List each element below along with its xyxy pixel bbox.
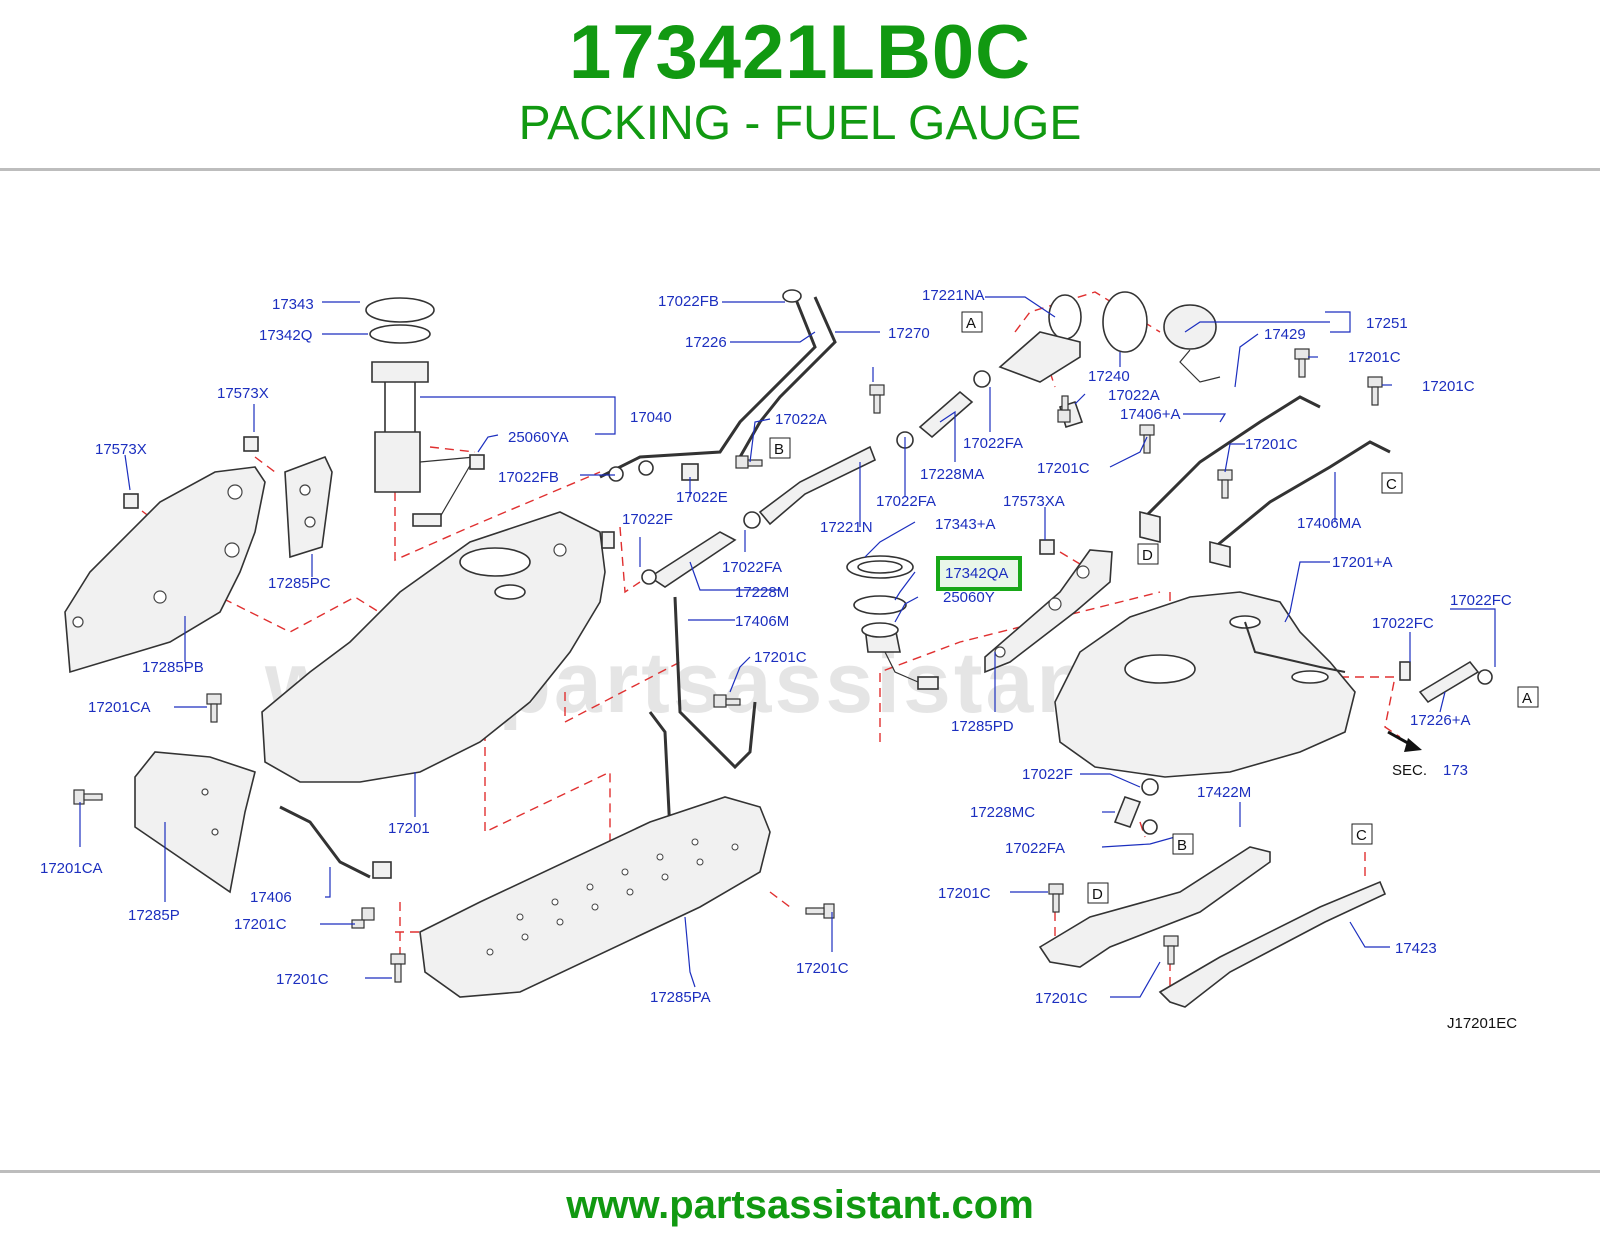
part-number: 173421LB0C bbox=[568, 10, 1032, 95]
part-label: 17285PA bbox=[650, 989, 711, 1006]
part-label: 17422M bbox=[1197, 784, 1251, 801]
part-label: 17406M bbox=[735, 613, 789, 630]
callout-text: B bbox=[1177, 837, 1187, 854]
callout-a-top: A bbox=[961, 311, 983, 333]
part-label: 17022F bbox=[622, 511, 673, 528]
part-label: 17022FA bbox=[963, 435, 1023, 452]
part-label: 17221NA bbox=[922, 287, 985, 304]
part-label: 17342Q bbox=[259, 327, 312, 344]
part-label: 17022FB bbox=[658, 293, 719, 310]
part-label: 17022FA bbox=[876, 493, 936, 510]
part-label: 17429 bbox=[1264, 326, 1306, 343]
part-label: 17423 bbox=[1395, 940, 1437, 957]
part-label: 17022A bbox=[775, 411, 827, 428]
leader-lines bbox=[79, 296, 1496, 998]
header-divider bbox=[0, 168, 1600, 171]
part-label: 17406MA bbox=[1297, 515, 1361, 532]
part-label: 17285P bbox=[128, 907, 180, 924]
callout-boxes: A B C D A B C D bbox=[769, 311, 1539, 904]
part-label: 17270 bbox=[888, 325, 930, 342]
callout-a-right: A bbox=[1517, 686, 1539, 708]
callout-text: B bbox=[774, 441, 784, 458]
part-label: 17240 bbox=[1088, 368, 1130, 385]
part-label: 25060Y bbox=[943, 589, 995, 606]
part-label: 17040 bbox=[630, 409, 672, 426]
part-label: 17221N bbox=[820, 519, 873, 536]
part-label: 17022FC bbox=[1372, 615, 1434, 632]
part-label: 17201CA bbox=[88, 699, 151, 716]
part-label: 17201C bbox=[234, 916, 287, 933]
part-label: 17573X bbox=[95, 441, 147, 458]
part-label: 17285PC bbox=[268, 575, 331, 592]
callout-text: D bbox=[1142, 547, 1153, 564]
part-label: 17573XA bbox=[1003, 493, 1065, 510]
part-label: 17228M bbox=[735, 584, 789, 601]
highlight-box bbox=[936, 556, 1022, 591]
part-label: 17022FB bbox=[498, 469, 559, 486]
part-label: 17406+A bbox=[1120, 406, 1180, 423]
part-label: 17022A bbox=[1108, 387, 1160, 404]
part-label: 17201+A bbox=[1332, 554, 1392, 571]
part-label: 17343+A bbox=[935, 516, 995, 533]
part-label: 17343 bbox=[272, 296, 314, 313]
callout-c-bottom: C bbox=[1351, 823, 1373, 845]
part-label: 17228MA bbox=[920, 466, 984, 483]
sec-label: SEC. bbox=[1392, 762, 1427, 779]
footer-divider bbox=[0, 1170, 1600, 1173]
parts-diagram: www.partsassistant.com bbox=[40, 287, 1539, 1032]
part-description: PACKING - FUEL GAUGE bbox=[518, 97, 1082, 150]
part-label: 17573X bbox=[217, 385, 269, 402]
part-label: 17285PD bbox=[951, 718, 1014, 735]
callout-text: A bbox=[966, 315, 976, 332]
part-label: 17201C bbox=[1422, 378, 1475, 395]
part-label: 17022F bbox=[1022, 766, 1073, 783]
callout-c-top: C bbox=[1381, 472, 1403, 494]
part-labels: 17343 17342Q 17573X 17573X 17040 25060YA… bbox=[40, 287, 1512, 1007]
part-label: 17201C bbox=[1037, 460, 1090, 477]
part-label: 17201 bbox=[388, 820, 430, 837]
part-label: 25060YA bbox=[508, 429, 569, 446]
callout-d-bottom: D bbox=[1087, 882, 1109, 904]
callout-b-top: B bbox=[769, 437, 791, 459]
sec-arrow bbox=[1387, 730, 1422, 752]
part-label: 17201C bbox=[1245, 436, 1298, 453]
part-label: 17251 bbox=[1366, 315, 1408, 332]
part-label: 17285PB bbox=[142, 659, 204, 676]
callout-text: C bbox=[1386, 476, 1397, 493]
part-label: 17201C bbox=[754, 649, 807, 666]
part-label: 17201C bbox=[796, 960, 849, 977]
callout-text: A bbox=[1522, 690, 1532, 707]
part-label: 17022E bbox=[676, 489, 728, 506]
site-url[interactable]: www.partsassistant.com bbox=[566, 1183, 1034, 1227]
header: 173421LB0C PACKING - FUEL GAUGE bbox=[0, 0, 1600, 168]
part-label: 17022FC bbox=[1450, 592, 1512, 609]
part-label: 17201C bbox=[1035, 990, 1088, 1007]
highlighted-part-label: 17342QA bbox=[945, 565, 1008, 582]
part-label: 17022FA bbox=[722, 559, 782, 576]
diagram-code: J17201EC bbox=[1447, 1015, 1517, 1032]
part-label: 17201C bbox=[938, 885, 991, 902]
callout-d-top: D bbox=[1137, 543, 1159, 565]
part-label: 17226 bbox=[685, 334, 727, 351]
part-label: 17406 bbox=[250, 889, 292, 906]
callout-text: C bbox=[1356, 827, 1367, 844]
part-label: 17226+A bbox=[1410, 712, 1470, 729]
part-label: 17201C bbox=[1348, 349, 1401, 366]
callout-text: D bbox=[1092, 886, 1103, 903]
sec-number: 173 bbox=[1443, 762, 1468, 779]
part-label: 17228MC bbox=[970, 804, 1035, 821]
part-geometry bbox=[64, 289, 1493, 1008]
callout-b-bottom: B bbox=[1172, 833, 1194, 855]
part-label: 17201CA bbox=[40, 860, 103, 877]
part-label: 17201C bbox=[276, 971, 329, 988]
part-label: 17022FA bbox=[1005, 840, 1065, 857]
